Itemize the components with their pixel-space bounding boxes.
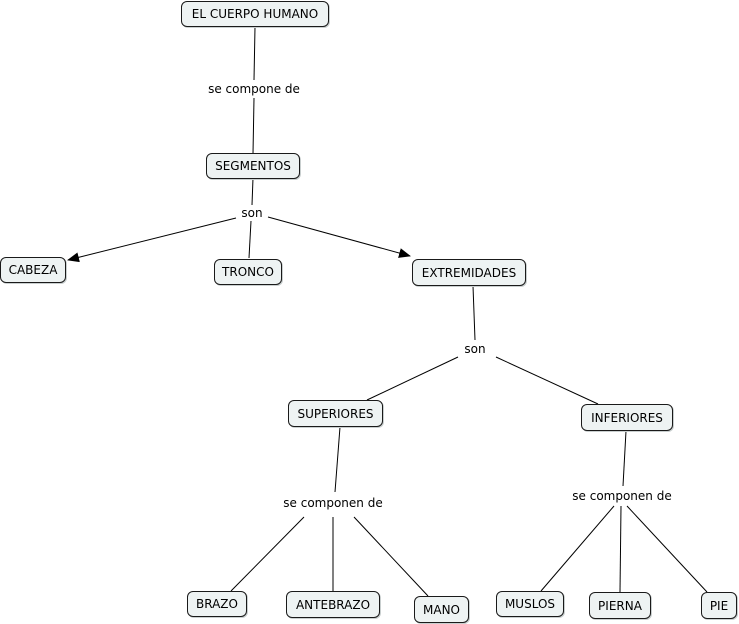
connector-son-inferiores [495,356,599,405]
connector-son-superiores [366,356,459,401]
concept-superiores[interactable]: SUPERIORES [288,400,383,427]
connector-superiores-componen [334,426,341,493]
connector-son-cabeza [67,217,237,263]
concept-extremidades[interactable]: EXTREMIDADES [412,259,526,286]
concept-mano[interactable]: MANO [414,596,469,623]
concept-el-cuerpo-humano[interactable]: EL CUERPO HUMANO [181,1,329,27]
connector-segmentos-son [251,177,254,206]
connector-componen-brazo [230,516,305,592]
link-label-se-compone-de: se compone de [206,82,302,96]
concept-muslos[interactable]: MUSLOS [496,591,564,617]
concept-segmentos[interactable]: SEGMENTOS [206,153,300,179]
connector-son-tronco [248,220,252,259]
concept-pierna[interactable]: PIERNA [589,592,651,619]
link-label-son-segmentos: son [239,206,265,220]
connector-componen-pie [626,505,708,593]
concept-pie[interactable]: PIE [701,592,737,619]
connector-cuerpo-compone [253,26,256,81]
concept-tronco[interactable]: TRONCO [214,259,282,285]
concept-inferiores[interactable]: INFERIORES [581,404,673,431]
connector-son-extremidades [267,216,411,258]
connector-inferiores-componen [622,430,627,487]
concept-cabeza[interactable]: CABEZA [0,257,66,283]
connector-compone-segmentos [252,97,255,155]
link-label-son-extremidades: son [462,342,488,356]
link-label-se-componen-de-superiores: se componen de [281,496,385,510]
connector-extremidades-son [472,285,476,341]
connector-componen-pierna [619,505,622,593]
link-label-se-componen-de-inferiores: se componen de [570,489,674,503]
connector-componen-muslos [540,505,615,592]
connector-componen-mano [353,516,429,597]
concept-brazo[interactable]: BRAZO [187,591,247,617]
concept-antebrazo[interactable]: ANTEBRAZO [286,591,380,618]
